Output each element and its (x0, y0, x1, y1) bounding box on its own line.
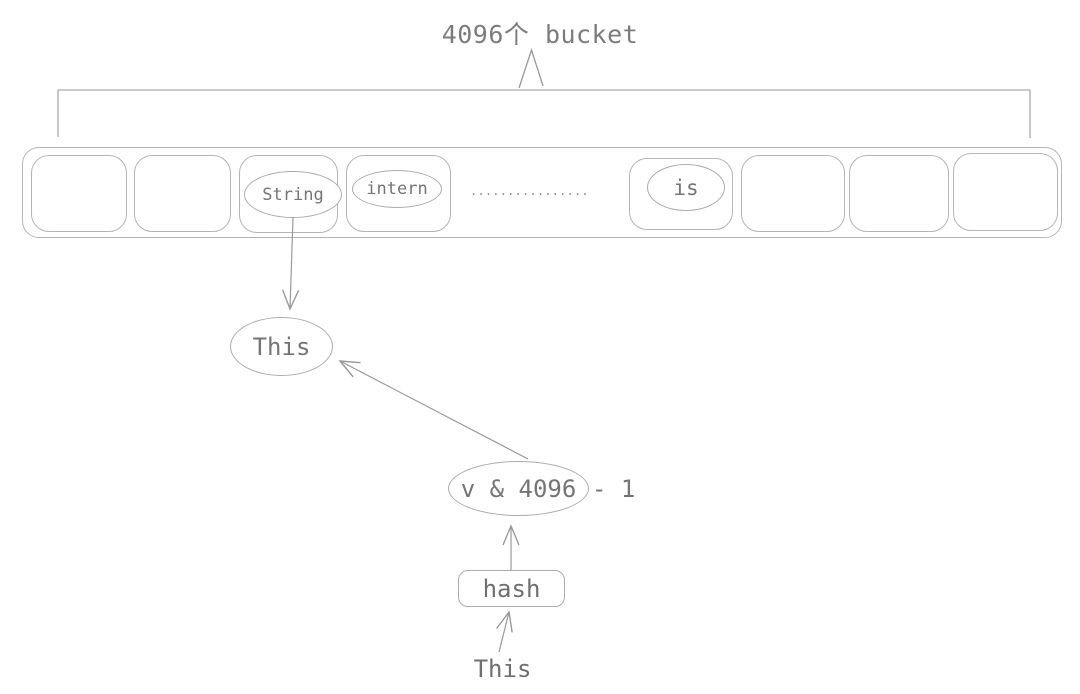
bucket-cell-string: String (239, 155, 342, 233)
node-string-label: String (262, 184, 324, 205)
bracket-peak-icon (518, 47, 544, 89)
hash-box: hash (458, 570, 565, 607)
index-expression-label: v & 4096 (460, 474, 577, 503)
bucket-cell (134, 155, 231, 232)
bucket-cell-is: is (629, 158, 733, 230)
arrow-input-to-hash (496, 610, 513, 653)
node-this-entry: This (230, 317, 333, 376)
omitted-buckets-ellipsis: ................ (470, 184, 589, 198)
node-index-expression: v & 4096 (448, 461, 589, 516)
node-this-entry-label: This (252, 332, 311, 361)
bucket-cell-intern: intern (346, 155, 451, 232)
bucket-cell (849, 155, 949, 232)
index-expression-suffix: - 1 (592, 475, 636, 503)
bucket-range-bracket (57, 89, 1031, 138)
bucket-array: String intern is (22, 147, 1062, 238)
hash-box-label: hash (482, 574, 541, 603)
bucket-cell (953, 153, 1058, 231)
node-is-label: is (673, 175, 699, 200)
bucket-count-title: 4096个 bucket (441, 20, 639, 49)
bucket-cell (741, 155, 845, 232)
node-intern: intern (352, 170, 442, 208)
bucket-cell (31, 155, 127, 232)
node-intern-label: intern (366, 179, 428, 199)
arrow-index-to-this (338, 360, 529, 460)
node-string: String (244, 171, 342, 218)
input-string-label: This (473, 655, 532, 683)
node-is: is (647, 164, 725, 211)
